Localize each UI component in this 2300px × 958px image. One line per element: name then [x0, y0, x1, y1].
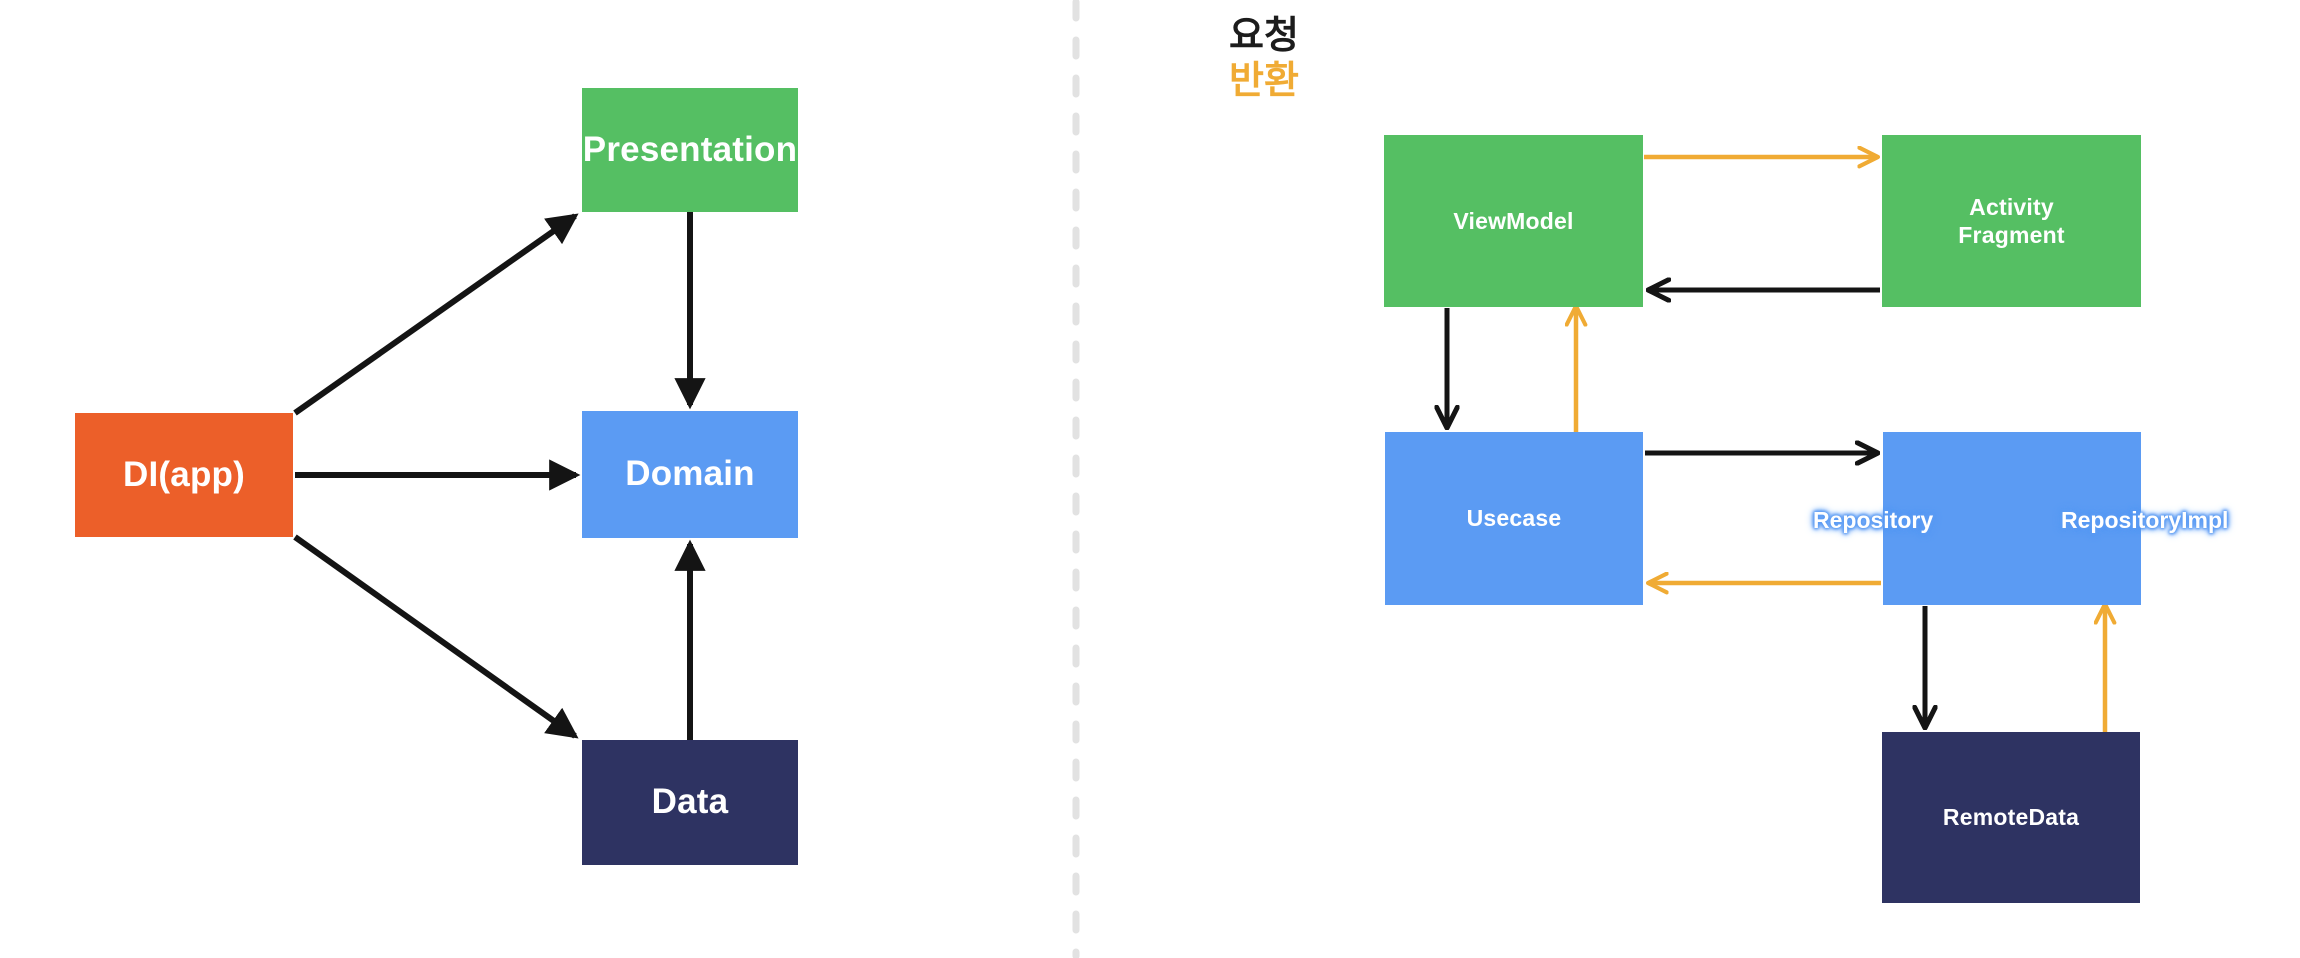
- legend-return: 반환: [1229, 59, 1299, 103]
- node-domain-label: Domain: [625, 454, 755, 494]
- node-remotedata-label: RemoteData: [1942, 804, 2080, 831]
- repository-label-text: Repository: [1813, 507, 1934, 533]
- node-viewmodel[interactable]: ViewModel: [1384, 135, 1643, 307]
- legend-request-label: 요청: [1229, 15, 1299, 57]
- repository-impl-label-text: RepositoryImpl: [2061, 507, 2229, 533]
- legend-request: 요청: [1229, 14, 1299, 58]
- node-presentation[interactable]: Presentation: [582, 88, 798, 212]
- legend-return-label: 반환: [1229, 60, 1299, 102]
- node-presentation-label: Presentation: [582, 129, 798, 169]
- node-usecase[interactable]: Usecase: [1385, 432, 1643, 605]
- node-activity-fragment-label-group: Activity Fragment: [1958, 193, 2064, 249]
- node-data-label: Data: [651, 782, 729, 822]
- node-repository-impl[interactable]: [1883, 432, 2141, 605]
- node-usecase-label: Usecase: [1466, 505, 1562, 532]
- node-activity-fragment[interactable]: Activity Fragment: [1882, 135, 2141, 307]
- edge-di-to-data: [293, 534, 579, 739]
- node-di-app[interactable]: DI(app): [75, 413, 293, 537]
- node-activity-fragment-label-line1: Activity: [1969, 193, 2054, 220]
- repository-label: Repository: [1813, 507, 1933, 534]
- node-domain[interactable]: Domain: [582, 411, 798, 538]
- node-activity-fragment-label-line2: Fragment: [1958, 222, 2065, 248]
- node-remotedata[interactable]: RemoteData: [1882, 732, 2140, 903]
- edge-di-to-presentation: [293, 213, 579, 416]
- repository-impl-label: RepositoryImpl: [2061, 507, 2228, 534]
- node-di-app-label: DI(app): [123, 454, 245, 494]
- node-viewmodel-label: ViewModel: [1453, 207, 1574, 234]
- node-data[interactable]: Data: [582, 740, 798, 865]
